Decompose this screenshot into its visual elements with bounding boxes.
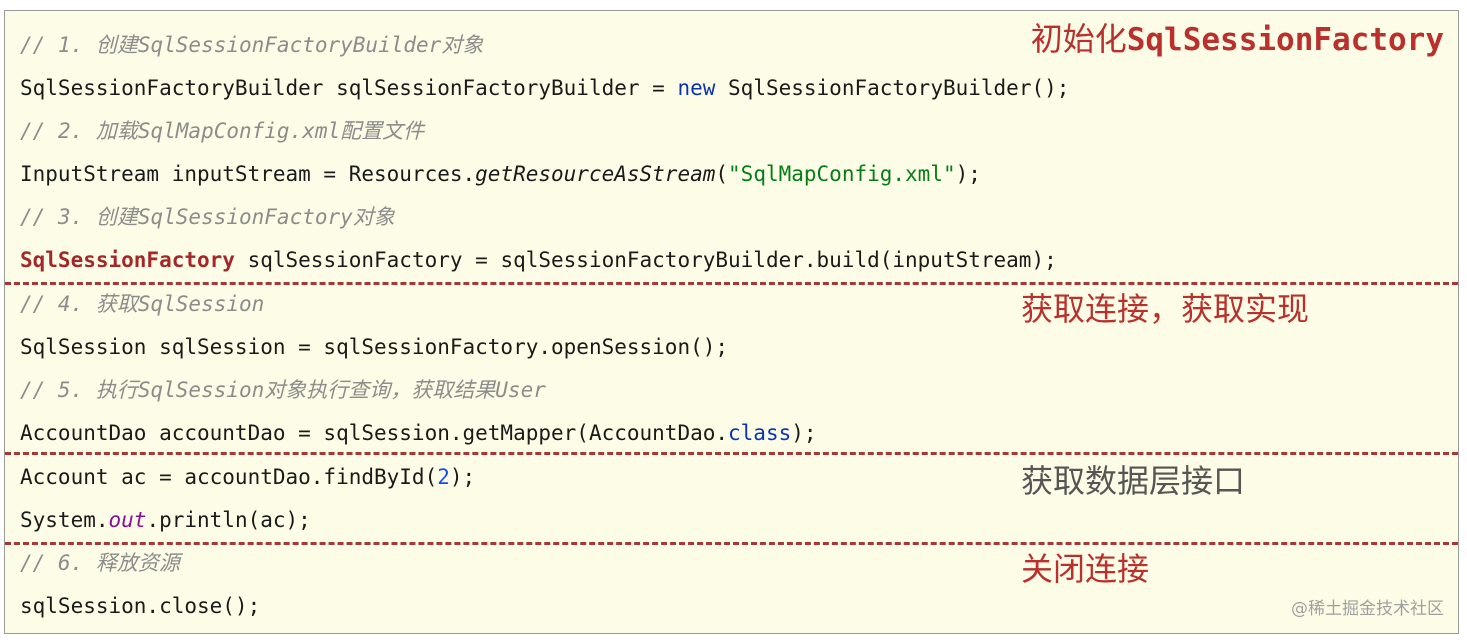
code-comment-2: // 2. 加载SqlMapConfig.xml配置文件 [20,119,425,143]
annotation-init-prefix: 初始化 [1030,20,1127,58]
code-text: .println(ac); [146,508,311,532]
code-line-factory: SqlSessionFactory sqlSessionFactory = sq… [20,245,1057,275]
section-divider-1 [5,282,1458,285]
code-line-mapper: AccountDao accountDao = sqlSession.getMa… [20,418,817,448]
code-text: SqlSessionFactoryBuilder sqlSessionFacto… [20,76,678,100]
method-call: getResourceAsStream [475,162,716,186]
code-text: SqlSessionFactoryBuilder(); [715,76,1070,100]
code-line-builder: SqlSessionFactoryBuilder sqlSessionFacto… [20,73,1069,103]
code-comment-6: // 6. 释放资源 [20,551,180,575]
section-divider-2 [5,452,1458,455]
annotation-init-class: SqlSessionFactory [1126,22,1444,58]
code-line-findbyid: Account ac = accountDao.findById(2); [20,462,475,492]
section-divider-3 [5,542,1458,545]
code-line-inputstream: InputStream inputStream = Resources.getR… [20,159,981,189]
code-text: InputStream inputStream = Resources. [20,162,476,186]
code-text: sqlSessionFactory = sqlSessionFactoryBui… [234,248,1057,272]
annotation-init: 初始化SqlSessionFactory [1031,19,1444,60]
code-text: ( [715,162,729,186]
annotation-get-interface: 获取数据层接口 [1021,462,1246,500]
annotation-close-connection: 关闭连接 [1021,550,1150,588]
number-literal: 2 [437,465,450,489]
code-line-session: SqlSession sqlSession = sqlSessionFactor… [20,335,729,359]
keyword-class: class [728,421,792,445]
code-comment-3: // 3. 创建SqlSessionFactory对象 [20,205,395,229]
code-text: Account ac = accountDao.findById( [20,465,438,489]
watermark: @稀土掘金技术社区 [1291,599,1444,619]
code-text: ); [791,421,817,445]
annotation-get-connection: 获取连接，获取实现 [1021,290,1310,328]
string-literal: "SqlMapConfig.xml" [728,162,956,186]
code-line-println: System.out.println(ac); [20,505,311,535]
code-text: System. [20,508,109,532]
code-comment-5: // 5. 执行SqlSession对象执行查询，获取结果User [20,378,546,402]
keyword-new: new [677,76,716,100]
highlighted-class: SqlSessionFactory [20,248,235,272]
static-field: out [108,508,147,532]
code-line-close: sqlSession.close(); [20,594,261,618]
code-text: AccountDao accountDao = sqlSession.getMa… [20,421,729,445]
code-comment-1: // 1. 创建SqlSessionFactoryBuilder对象 [20,33,484,57]
code-text: ); [955,162,981,186]
code-comment-4: // 4. 获取SqlSession [20,292,265,316]
code-text: ); [449,465,476,489]
code-panel: // 1. 创建SqlSessionFactoryBuilder对象 SqlSe… [4,10,1459,634]
